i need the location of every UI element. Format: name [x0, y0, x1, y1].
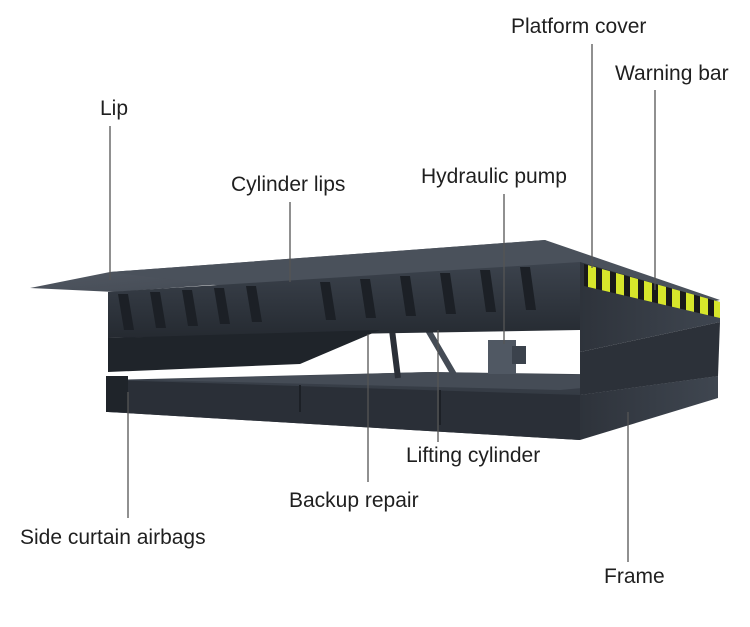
label-backup-repair: Backup repair: [289, 489, 419, 512]
label-hydraulic-pump: Hydraulic pump: [421, 165, 567, 188]
frame-structure: [106, 372, 718, 440]
platform: [30, 240, 720, 395]
label-frame: Frame: [604, 565, 665, 588]
warning-bar: [584, 264, 720, 318]
label-side-curtain-airbags: Side curtain airbags: [20, 526, 206, 549]
hydraulic-assembly: [389, 328, 526, 380]
cylinder-lip-ribs: [118, 267, 536, 330]
label-lifting-cylinder: Lifting cylinder: [406, 444, 541, 467]
label-warning-bar: Warning bar: [615, 62, 729, 85]
label-cylinder-lips: Cylinder lips: [231, 173, 346, 196]
label-lip: Lip: [100, 97, 129, 120]
leader-lines: [109, 44, 656, 562]
label-platform-cover: Platform cover: [511, 15, 647, 38]
